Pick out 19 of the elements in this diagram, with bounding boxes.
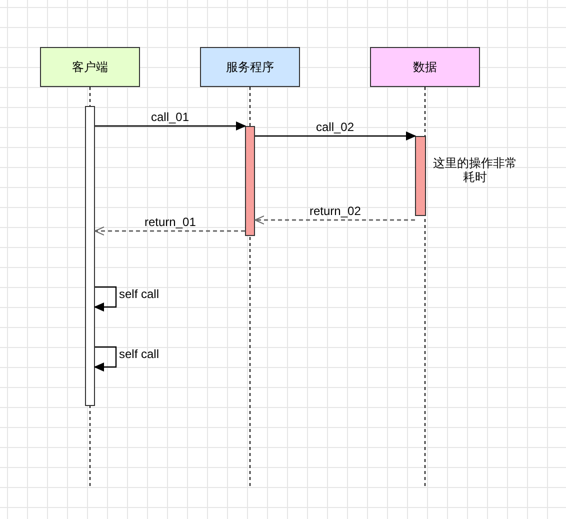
participant-box: 数据 <box>370 47 480 87</box>
arrow <box>94 286 117 312</box>
arrow <box>255 132 416 140</box>
edge-label: call_02 <box>316 120 354 134</box>
participant-box: 服务程序 <box>200 47 300 87</box>
edge-label: return_01 <box>144 215 196 229</box>
edge-label: self call <box>119 287 160 301</box>
edge-label: self call <box>119 347 160 361</box>
arrow <box>94 226 245 236</box>
edge-label: return_02 <box>310 204 361 218</box>
arrow <box>95 122 246 130</box>
arrow <box>254 216 415 224</box>
arrow <box>94 346 117 372</box>
activation-bar <box>245 126 255 236</box>
edge-label: call_01 <box>151 110 190 124</box>
participant-box: 客户端 <box>40 47 140 87</box>
activation-bar <box>85 106 95 406</box>
activation-bar <box>415 136 426 216</box>
note-text: 这里的操作非常耗时 <box>432 156 518 184</box>
